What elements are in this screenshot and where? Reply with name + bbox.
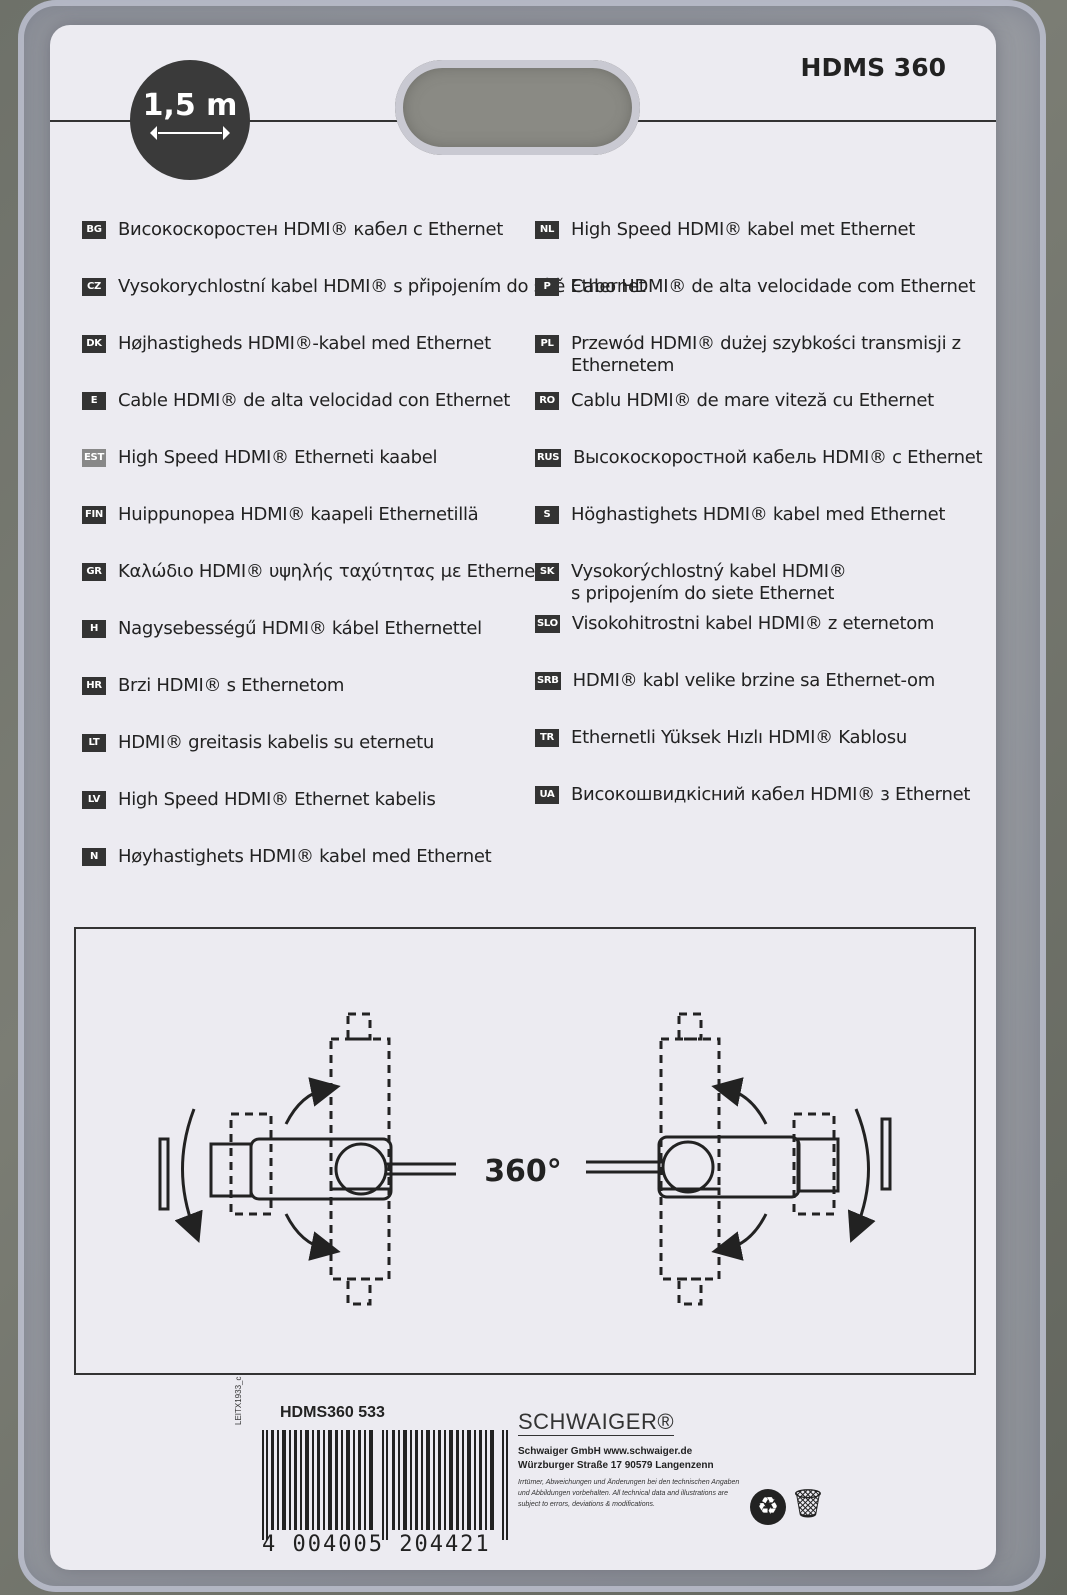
list-item: LV High Speed HDMI® Ethernet kabelis xyxy=(82,789,646,846)
language-code: E xyxy=(82,392,106,410)
list-item: EST High Speed HDMI® Etherneti kaabel xyxy=(82,447,646,504)
rotation-label: 360° xyxy=(484,1154,562,1189)
company-address: Schwaiger GmbH www.schwaiger.de Würzburg… xyxy=(518,1445,818,1473)
company-line-2: Würzburger Straße 17 90579 Langenzenn xyxy=(518,1460,714,1471)
list-item: BG Високоскоростен HDMI® кабел с Ethernet xyxy=(82,219,646,276)
description: High Speed HDMI® Etherneti kaabel xyxy=(118,447,438,468)
language-code: HR xyxy=(82,677,106,695)
connector-rotation-illustration: 360° xyxy=(158,1012,892,1306)
language-code: S xyxy=(535,506,559,524)
list-item: PL Przewód HDMI® dużej szybkości transmis… xyxy=(535,333,996,390)
list-item: E Cable HDMI® de alta velocidad con Ether… xyxy=(82,390,646,447)
rotation-diagram: 360° xyxy=(74,927,976,1375)
hang-hole xyxy=(395,60,640,155)
cable-length-badge: 1,5 m xyxy=(130,60,250,180)
barcode xyxy=(262,1430,508,1540)
list-item: SRB HDMI® kabl velike brzine sa Ethernet-… xyxy=(535,670,996,727)
description: Huippunopea HDMI® kaapeli Ethernetillä xyxy=(118,504,479,525)
model-number: HDMS 360 xyxy=(800,53,946,82)
list-item: SLO Visokohitrostni kabel HDMI® z eternet… xyxy=(535,613,996,670)
language-code: UA xyxy=(535,786,559,804)
description: Høyhastighets HDMI® kabel med Ethernet xyxy=(118,846,492,867)
description: HDMI® kabl velike brzine sa Ethernet-om xyxy=(572,670,936,691)
description: Przewód HDMI® dużej szybkości transmisji… xyxy=(571,333,961,376)
list-item: N Høyhastighets HDMI® kabel med Ethernet xyxy=(82,846,646,903)
language-code: RO xyxy=(535,392,559,410)
description: HDMI® greitasis kabelis su eternetu xyxy=(118,732,435,753)
description: Cabo HDMI® de alta velocidade com Ethern… xyxy=(571,276,976,297)
description: Brzi HDMI® s Ethernetom xyxy=(118,675,345,696)
language-code: NL xyxy=(535,221,559,239)
list-item: NL High Speed HDMI® kabel met Ethernet xyxy=(535,219,996,276)
description: Höghastighets HDMI® kabel med Ethernet xyxy=(571,504,946,525)
right-port-icon xyxy=(880,1117,892,1191)
description: High Speed HDMI® kabel met Ethernet xyxy=(571,219,915,240)
language-code: FIN xyxy=(82,506,106,524)
description: Højhastigheds HDMI®-kabel med Ethernet xyxy=(118,333,491,354)
language-code: LT xyxy=(82,734,106,752)
description: Ethernetli Yüksek Hızlı HDMI® Kablosu xyxy=(571,727,907,748)
list-item: SK Vysokorýchlostný kabel HDMI® s pripoje… xyxy=(535,561,855,613)
language-code: DK xyxy=(82,335,106,353)
list-item: GR Καλώδιο HDMI® υψηλής ταχύτητας με Ethe… xyxy=(82,561,646,618)
description: Nagysebességű HDMI® kábel Ethernettel xyxy=(118,618,482,639)
list-item: CZ Vysokorychlostní kabel HDMI® s připoje… xyxy=(82,276,646,333)
sku-number: HDMS360 533 xyxy=(280,1404,385,1421)
list-item: HR Brzi HDMI® s Ethernetom xyxy=(82,675,646,732)
brand-logo: SCHWAIGER® xyxy=(518,1409,675,1436)
list-item: H Nagysebességű HDMI® kábel Ethernettel xyxy=(82,618,646,675)
language-code: LV xyxy=(82,791,106,809)
description: Vysokorychlostní kabel HDMI® s připojení… xyxy=(118,276,646,297)
left-port-icon xyxy=(158,1137,170,1211)
description: Високоскоростен HDMI® кабел с Ethernet xyxy=(118,219,504,240)
language-code: SLO xyxy=(535,615,560,633)
description: Cablu HDMI® de mare viteză cu Ethernet xyxy=(571,390,934,411)
list-item: DK Højhastigheds HDMI®-kabel med Ethernet xyxy=(82,333,646,390)
double-arrow-icon xyxy=(150,126,230,140)
cable-length: 1,5 m xyxy=(142,88,238,123)
language-code: PL xyxy=(535,335,559,353)
language-code: GR xyxy=(82,563,106,581)
barcode-digits: 4 004005 204421 xyxy=(262,1532,491,1557)
description: Vysokorýchlostný kabel HDMI® s pripojení… xyxy=(571,561,847,604)
description: Высокоскоростной кабель HDMI® с Ethernet xyxy=(573,447,983,468)
list-item: RUS Высокоскоростной кабель HDMI® с Ether… xyxy=(535,447,996,504)
disclaimer: Irrtümer, Abweichungen und Änderungen be… xyxy=(518,1479,740,1508)
language-code: P xyxy=(535,278,559,296)
list-item: RO Cablu HDMI® de mare viteză cu Ethernet xyxy=(535,390,996,447)
list-item: FIN Huippunopea HDMI® kaapeli Ethernetill… xyxy=(82,504,646,561)
print-code: LEITX1933_c xyxy=(234,1376,243,1425)
company-line-1: Schwaiger GmbH www.schwaiger.de xyxy=(518,1446,693,1457)
list-item: LT HDMI® greitasis kabelis su eternetu xyxy=(82,732,646,789)
description: High Speed HDMI® Ethernet kabelis xyxy=(118,789,436,810)
list-item: S Höghastighets HDMI® kabel med Ethernet xyxy=(535,504,996,561)
language-code: N xyxy=(82,848,106,866)
list-item: UA Високошвидкісний кабел HDMI® з Etherne… xyxy=(535,784,996,841)
language-code: RUS xyxy=(535,449,562,467)
language-code: H xyxy=(82,620,106,638)
language-list-left: BG Високоскоростен HDMI® кабел с Ethernet… xyxy=(82,219,646,903)
recycle-icon: ♻ xyxy=(750,1489,786,1525)
language-code: EST xyxy=(82,449,106,467)
packaging-card: 1,5 m HDMS 360 BG Високоскоростен HDMI® к… xyxy=(50,25,996,1570)
language-code: TR xyxy=(535,729,559,747)
list-item: TR Ethernetli Yüksek Hızlı HDMI® Kablosu xyxy=(535,727,996,784)
language-code: SK xyxy=(535,563,559,581)
language-code: CZ xyxy=(82,278,106,296)
description: Cable HDMI® de alta velocidad con Ethern… xyxy=(118,390,511,411)
language-code: SRB xyxy=(535,672,561,690)
language-code: BG xyxy=(82,221,106,239)
waste-bin-icon: 🗑 xyxy=(790,1488,826,1519)
description: Καλώδιο HDMI® υψηλής ταχύτητας με Ethern… xyxy=(118,561,542,582)
description: Visokohitrostni kabel HDMI® z eternetom xyxy=(571,613,935,634)
list-item: P Cabo HDMI® de alta velocidade com Ether… xyxy=(535,276,996,333)
description: Високошвидкісний кабел HDMI® з Ethernet xyxy=(571,784,971,805)
